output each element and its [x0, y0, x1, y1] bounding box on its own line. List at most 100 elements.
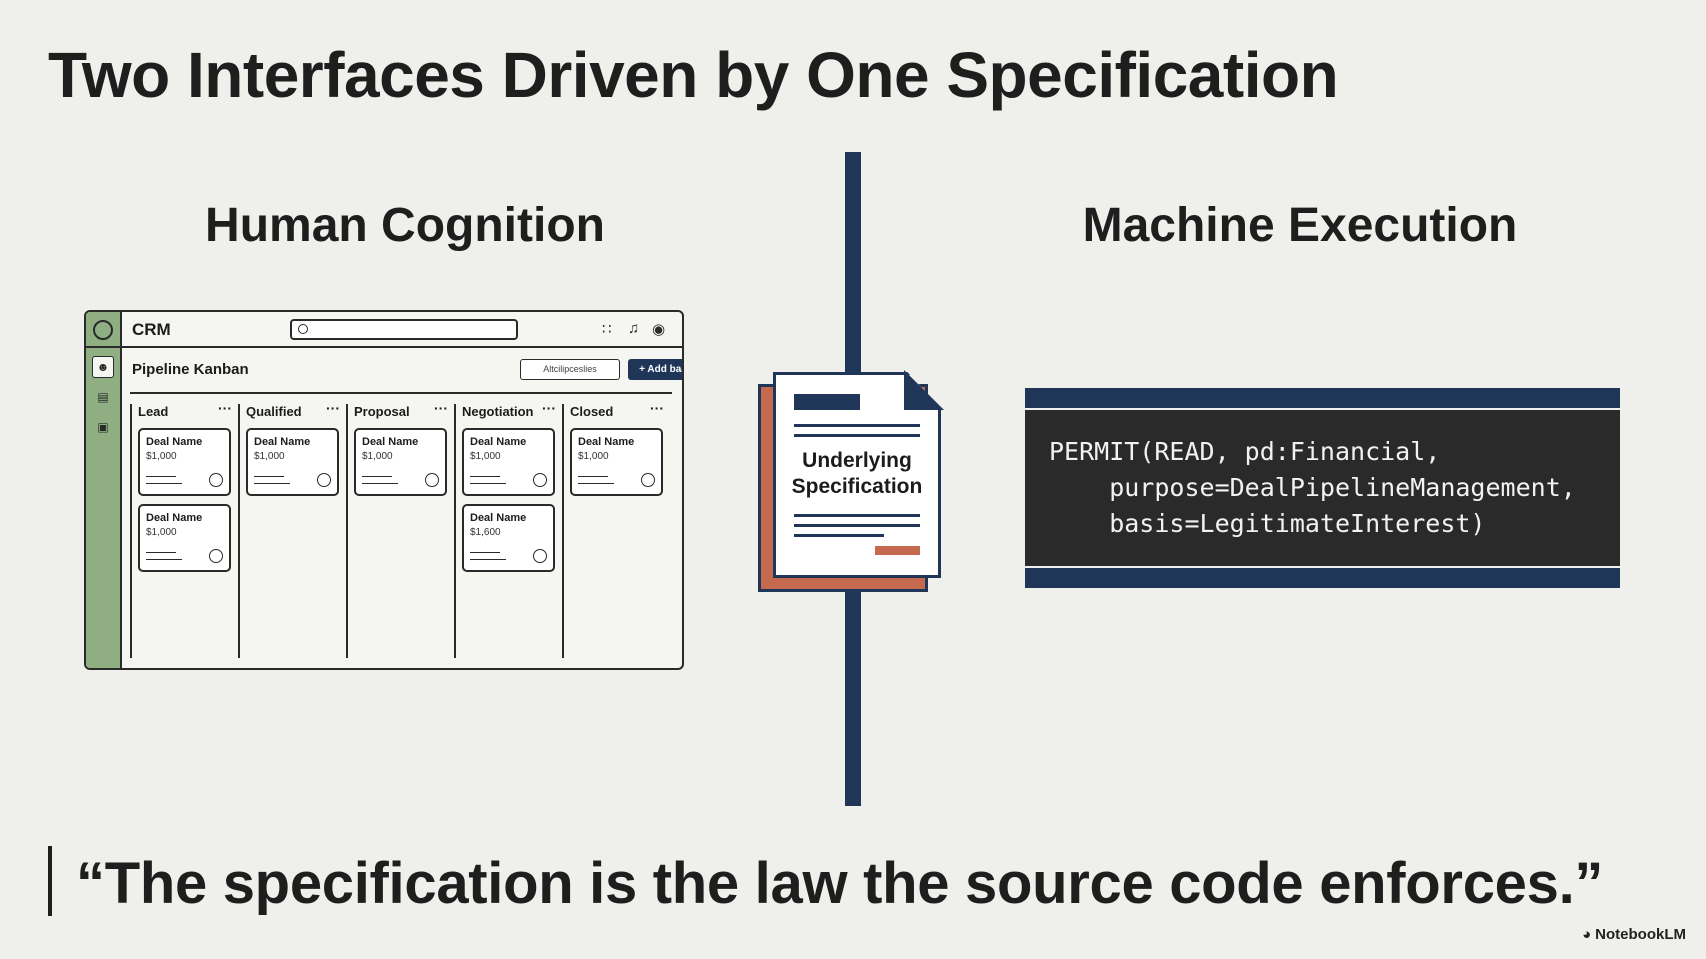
crm-header: CRM ∷ ♫ ◉	[122, 312, 682, 348]
card-line	[470, 476, 500, 477]
card-line	[470, 552, 500, 553]
deal-value: $1,000	[146, 451, 177, 462]
avatar-icon	[641, 473, 655, 487]
document-header-bar	[794, 394, 860, 410]
deal-card[interactable]: Deal Name $1,000	[462, 428, 555, 496]
card-line	[362, 476, 392, 477]
crm-sidebar: ☻ ▤ ▣	[86, 312, 122, 668]
right-heading: Machine Execution	[1082, 199, 1518, 252]
lane-title: Negotiation	[462, 404, 534, 419]
divider-bottom	[845, 588, 861, 806]
card-line	[578, 483, 614, 484]
avatar-icon	[317, 473, 331, 487]
page-title: Two Interfaces Driven by One Specificati…	[48, 39, 1339, 111]
card-line	[146, 483, 182, 484]
lane-menu-icon[interactable]: ···	[326, 400, 340, 416]
briefcase-icon[interactable]: ▣	[97, 420, 109, 434]
document-line	[794, 534, 884, 537]
lane-proposal: Proposal ··· Deal Name $1,000	[346, 400, 452, 658]
add-board-button[interactable]: + Add baard	[628, 359, 682, 380]
specification-label-line1: Underlying	[802, 449, 912, 472]
brand-name: NotebookLM	[1595, 926, 1686, 943]
avatar-icon	[533, 549, 547, 563]
toolbar-divider	[130, 392, 672, 394]
filter-dropdown[interactable]: Altcilipceslies	[520, 359, 620, 380]
deal-name: Deal Name	[146, 512, 203, 524]
grid-icon[interactable]: ∷	[602, 321, 612, 338]
document-fold	[904, 370, 944, 410]
specification-label-line2: Specification	[791, 475, 923, 498]
deal-name: Deal Name	[578, 436, 635, 448]
brand: ◕NotebookLM	[1582, 926, 1686, 943]
card-line	[146, 476, 176, 477]
divider-top	[845, 152, 861, 374]
deal-value: $1,600	[470, 527, 501, 538]
deal-card[interactable]: Deal Name $1,000	[246, 428, 339, 496]
sidebar-divider	[86, 346, 122, 348]
document-line	[794, 514, 920, 517]
crm-mockup: ☻ ▤ ▣ CRM ∷ ♫ ◉ Pipeline Kanban Altcilip…	[84, 310, 684, 670]
code-panel-top-bar	[1025, 388, 1620, 408]
quote-bar	[48, 846, 52, 916]
deal-name: Deal Name	[146, 436, 203, 448]
deal-card[interactable]: Deal Name $1,000	[138, 428, 231, 496]
card-line	[254, 476, 284, 477]
lane-title: Proposal	[354, 404, 410, 419]
document-accent	[875, 546, 920, 555]
deal-name: Deal Name	[470, 436, 527, 448]
quote: “The specification is the law the source…	[76, 851, 1604, 916]
document-icon[interactable]: ▤	[97, 390, 109, 404]
deal-name: Deal Name	[254, 436, 311, 448]
card-line	[362, 483, 398, 484]
document-line	[794, 424, 920, 427]
deal-value: $1,000	[254, 451, 285, 462]
lane-closed: Closed ··· Deal Name $1,000	[562, 400, 668, 658]
user-icon[interactable]: ☻	[92, 356, 114, 378]
card-line	[254, 483, 290, 484]
card-line	[146, 552, 176, 553]
lane-menu-icon[interactable]: ···	[434, 400, 448, 416]
lane-menu-icon[interactable]: ···	[218, 400, 232, 416]
search-icon	[298, 324, 308, 334]
lane-title: Closed	[570, 404, 614, 419]
document-line	[794, 434, 920, 437]
lane-title: Qualified	[246, 404, 302, 419]
deal-value: $1,000	[470, 451, 501, 462]
code-panel-bottom-bar	[1025, 568, 1620, 588]
card-line	[470, 559, 506, 560]
card-line	[578, 476, 608, 477]
lane-title: Lead	[138, 404, 169, 419]
deal-card[interactable]: Deal Name $1,000	[138, 504, 231, 572]
avatar-icon	[209, 473, 223, 487]
lane-menu-icon[interactable]: ···	[650, 400, 664, 416]
lane-qualified: Qualified ··· Deal Name $1,000	[238, 400, 344, 658]
avatar-icon	[533, 473, 547, 487]
crm-logo-icon	[93, 320, 113, 340]
document-line	[794, 524, 920, 527]
code-panel: PERMIT(READ, pd:Financial, purpose=DealP…	[1025, 410, 1620, 566]
search-input[interactable]	[290, 319, 518, 340]
profile-icon[interactable]: ◉	[652, 321, 666, 338]
left-heading: Human Cognition	[205, 199, 605, 252]
deal-value: $1,000	[146, 527, 177, 538]
specification-label: Underlying Specification	[776, 448, 938, 500]
lane-lead: Lead ··· Deal Name $1,000 Deal Name $1,0…	[130, 400, 236, 658]
deal-card[interactable]: Deal Name $1,000	[570, 428, 663, 496]
bell-icon[interactable]: ♫	[628, 320, 640, 337]
deal-card[interactable]: Deal Name $1,600	[462, 504, 555, 572]
lane-negotiation: Negotiation ··· Deal Name $1,000 Deal Na…	[454, 400, 560, 658]
deal-card[interactable]: Deal Name $1,000	[354, 428, 447, 496]
board-title: Pipeline Kanban	[132, 361, 249, 378]
deal-name: Deal Name	[362, 436, 419, 448]
card-line	[470, 483, 506, 484]
deal-value: $1,000	[362, 451, 393, 462]
deal-name: Deal Name	[470, 512, 527, 524]
card-line	[146, 559, 182, 560]
notebooklm-logo-icon: ◕	[1582, 926, 1592, 943]
deal-value: $1,000	[578, 451, 609, 462]
crm-app-name: CRM	[132, 320, 171, 339]
board-toolbar: Pipeline Kanban Altcilipceslies + Add ba…	[122, 348, 682, 392]
avatar-icon	[209, 549, 223, 563]
lane-menu-icon[interactable]: ···	[542, 400, 556, 416]
avatar-icon	[425, 473, 439, 487]
